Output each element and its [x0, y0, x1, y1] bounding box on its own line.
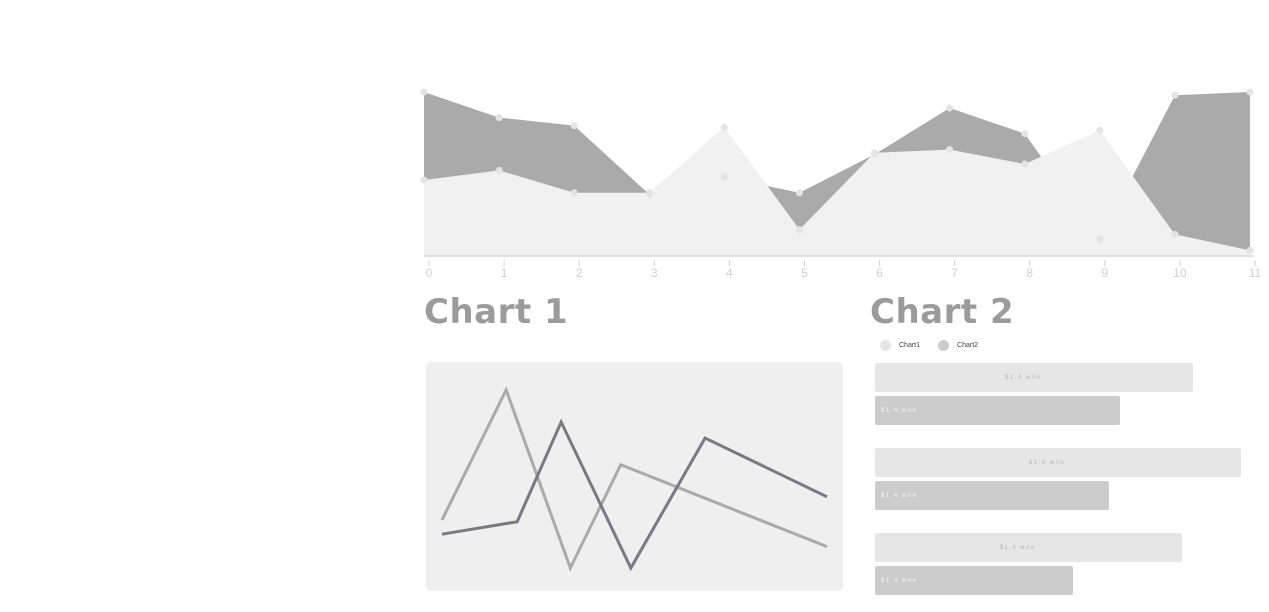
area-point-s2-11 [1246, 246, 1254, 254]
x-tick-label-0: 0 [426, 266, 433, 280]
area-point-s1-10 [1171, 91, 1179, 99]
x-tick-label-9: 9 [1101, 266, 1108, 280]
bar-label-chart1-3: $1.4 млн [999, 544, 1036, 551]
area-point-s2-3 [645, 189, 653, 197]
x-tick-label-4: 4 [726, 266, 733, 280]
legend-dot-chart2 [938, 340, 950, 351]
area-point-s2-2 [570, 189, 578, 197]
area-point-s1-4 [720, 173, 728, 181]
area-point-s1-9 [1096, 235, 1104, 243]
bar-label-chart2-2: $1.4 млн [881, 492, 918, 499]
area-point-s1-7 [946, 104, 954, 112]
x-tick-label-10: 10 [1173, 266, 1187, 280]
line-chart [440, 386, 828, 572]
bar-label-chart2-1: $1.4 млн [881, 407, 918, 414]
bar-chart2-1: $1.4 млн [875, 396, 1121, 425]
legend-item-chart2: Chart2 [938, 340, 978, 351]
legend-item-chart1: Chart1 [880, 340, 920, 351]
legend-label-chart2: Chart2 [957, 342, 979, 349]
bar-label-chart1-1: $1.4 млн [1005, 374, 1042, 381]
area-point-s2-5 [795, 226, 803, 234]
bar-chart2-2: $1.4 млн [875, 481, 1110, 510]
area-point-s2-4 [720, 123, 728, 131]
x-tick-label-7: 7 [951, 266, 958, 280]
area-point-s1-11 [1246, 88, 1254, 96]
legend-label-chart1: Chart1 [899, 342, 921, 349]
chart1-title: Chart 1 [424, 292, 569, 332]
area-point-s1-5 [795, 189, 803, 197]
x-tick-label-3: 3 [651, 266, 658, 280]
bar-chart2-3: $1.4 млн [875, 566, 1073, 595]
bar-chart1-2: $1.4 млн [875, 448, 1241, 477]
line-series-1 [440, 386, 828, 572]
area-point-s2-7 [946, 146, 954, 154]
area-point-s2-9 [1096, 126, 1104, 134]
area-point-s1-2 [570, 122, 578, 130]
x-tick-label-2: 2 [576, 266, 583, 280]
bar-chart1-3: $1.4 млн [875, 533, 1183, 562]
area-point-s2-10 [1171, 230, 1179, 238]
bar-chart1-1: $1.4 млн [875, 363, 1194, 392]
area-chart: 0 1 2 3 4 5 6 7 8 9 10 11 [420, 88, 1262, 280]
x-tick-label-6: 6 [876, 266, 883, 280]
area-point-s2-1 [495, 166, 503, 174]
bar-label-chart1-2: $1.4 млн [1028, 459, 1066, 466]
legend-dot-chart1 [880, 340, 891, 351]
chart2-title: Chart 2 [870, 292, 1015, 332]
area-point-s2-8 [1021, 160, 1029, 168]
x-tick-label-1: 1 [501, 266, 508, 280]
x-tick-label-8: 8 [1026, 266, 1033, 280]
area-point-s1-0 [420, 88, 428, 96]
chart2-legend: Chart1 Chart2 [880, 340, 996, 351]
area-point-s1-8 [1021, 130, 1029, 138]
x-tick-label-5: 5 [801, 266, 808, 280]
area-point-s2-6 [871, 149, 879, 157]
area-series-2 [424, 127, 1250, 256]
area-point-s1-1 [495, 114, 503, 122]
area-point-s2-0 [420, 176, 428, 184]
x-tick-label-11: 11 [1249, 266, 1262, 280]
line-series-2 [441, 418, 828, 572]
line-chart-card [426, 362, 843, 591]
bar-label-chart2-3: $1.4 млн [881, 577, 918, 584]
